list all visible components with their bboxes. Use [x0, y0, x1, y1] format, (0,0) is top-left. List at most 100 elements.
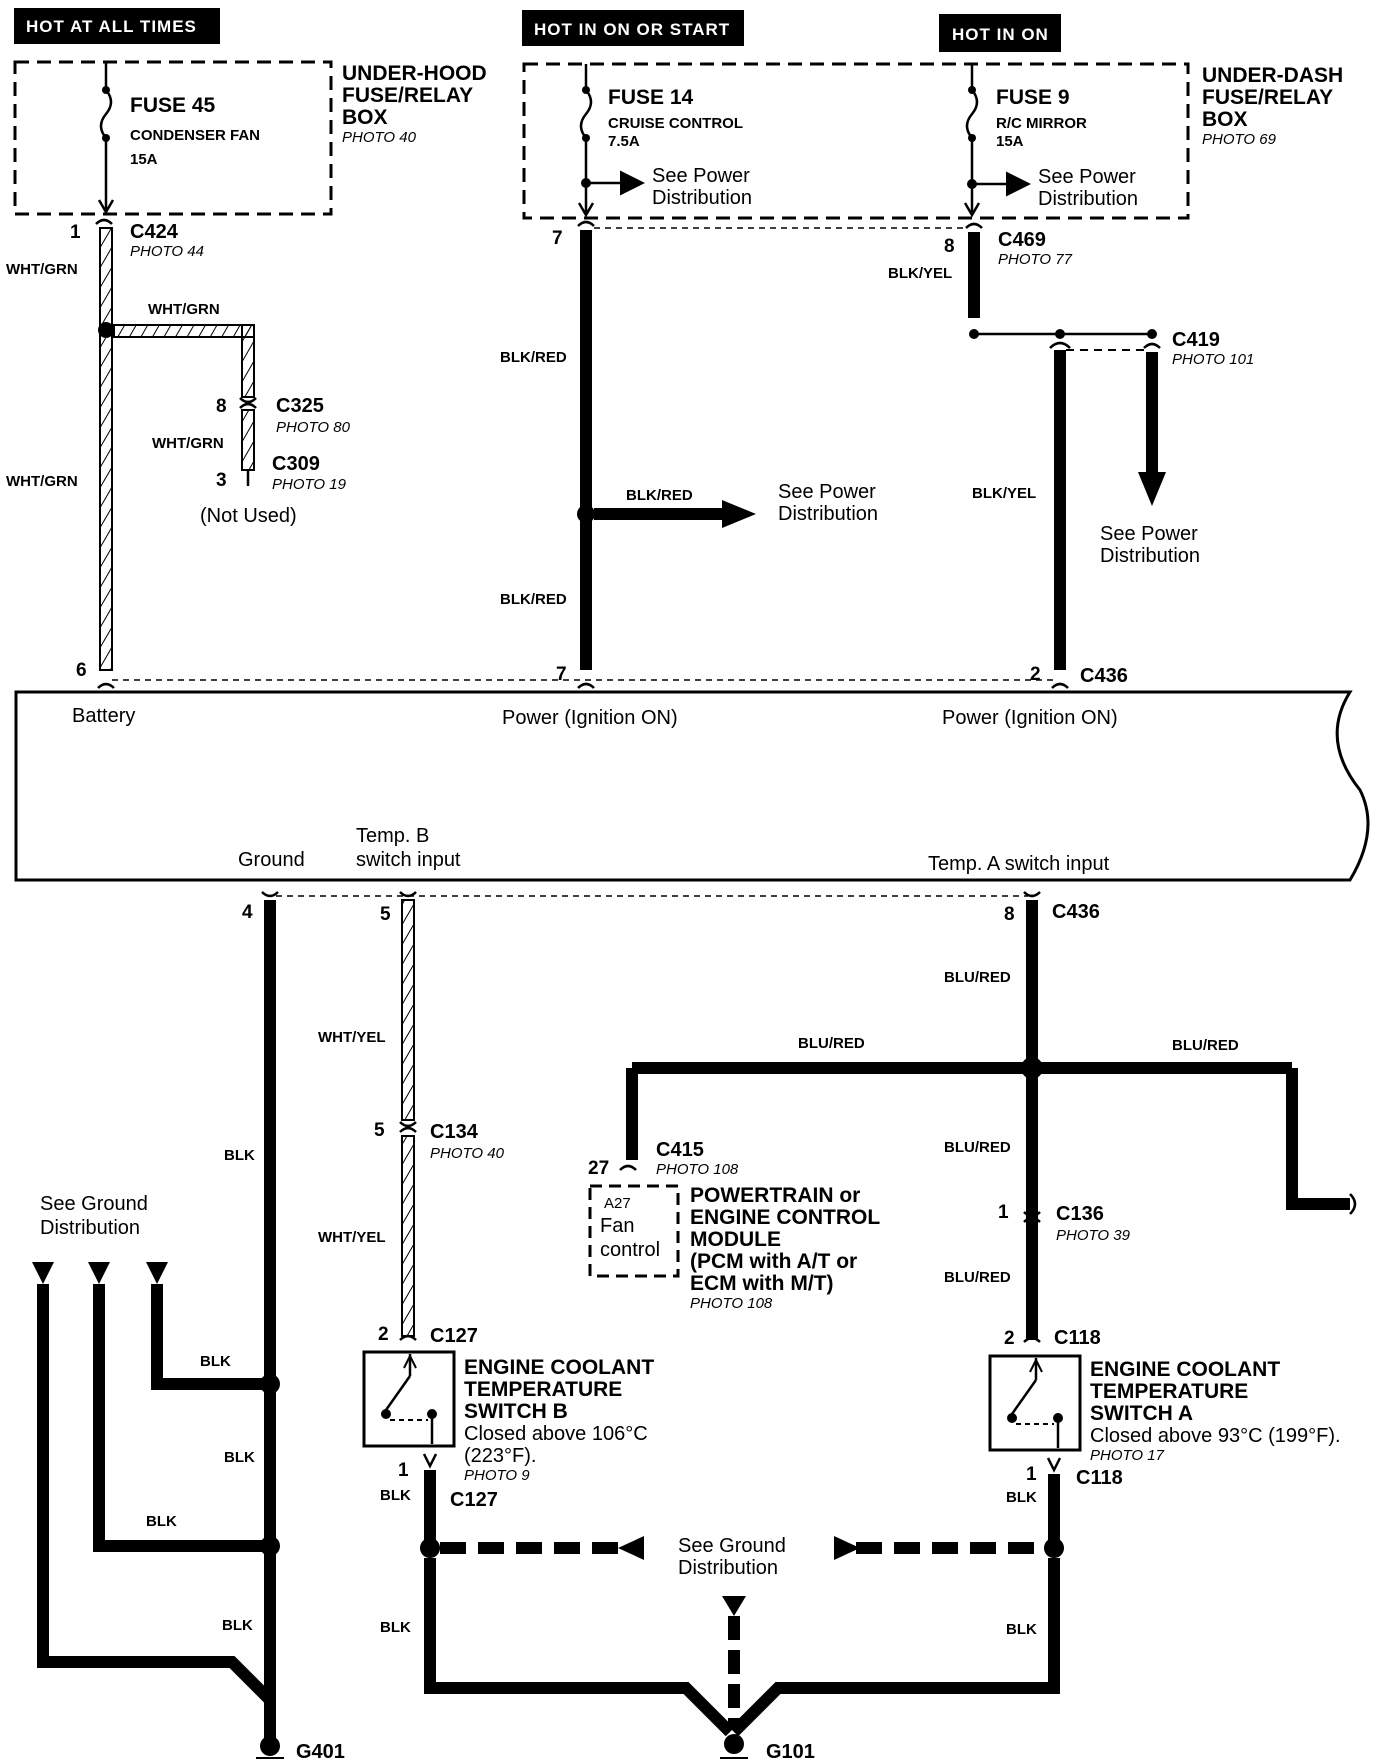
svg-text:Distribution: Distribution — [652, 187, 752, 209]
svg-text:PHOTO 69: PHOTO 69 — [1202, 131, 1277, 148]
svg-text:15A: 15A — [130, 151, 158, 168]
blu-red-circuit: BLU/RED BLU/RED BLU/RED BLU/RED BLU/RED … — [626, 900, 1357, 1349]
svg-text:(Not Used): (Not Used) — [200, 505, 297, 527]
svg-text:7: 7 — [552, 228, 563, 249]
ground-g401: G401 — [296, 1741, 345, 1762]
svg-text:Distribution: Distribution — [1038, 188, 1138, 210]
svg-text:Fan: Fan — [600, 1215, 634, 1237]
svg-text:C419: C419 — [1172, 329, 1220, 351]
svg-text:7: 7 — [556, 664, 567, 685]
connector-c436-bottom: 4 5 8 C436 — [242, 891, 1100, 925]
svg-text:PHOTO 40: PHOTO 40 — [430, 1145, 505, 1162]
svg-text:BLK: BLK — [1006, 1621, 1037, 1638]
svg-text:FUSE 9: FUSE 9 — [996, 86, 1070, 109]
svg-text:PHOTO 9: PHOTO 9 — [464, 1467, 530, 1484]
ground-g101: G101 — [720, 1596, 815, 1762]
svg-text:WHT/YEL: WHT/YEL — [318, 1029, 386, 1046]
svg-text:2: 2 — [378, 1324, 389, 1345]
svg-text:C436: C436 — [1080, 665, 1128, 687]
svg-text:BLK/YEL: BLK/YEL — [972, 485, 1036, 502]
svg-text:4: 4 — [242, 902, 253, 923]
svg-text:BLK: BLK — [200, 1353, 231, 1370]
svg-text:HOT IN ON OR START: HOT IN ON OR START — [534, 20, 730, 39]
svg-text:PHOTO 44: PHOTO 44 — [130, 243, 204, 260]
svg-text:G101: G101 — [766, 1741, 815, 1762]
svg-text:WHT/GRN: WHT/GRN — [6, 473, 78, 490]
svg-text:5: 5 — [380, 904, 391, 925]
svg-text:BLU/RED: BLU/RED — [944, 969, 1011, 986]
svg-text:UNDER-HOOD: UNDER-HOOD — [342, 62, 487, 85]
svg-text:ECM with M/T): ECM with M/T) — [690, 1272, 833, 1295]
connector-c436-top: 6 7 2 C436 — [76, 227, 1128, 689]
svg-text:See Power: See Power — [1100, 523, 1198, 545]
svg-text:PHOTO 17: PHOTO 17 — [1090, 1447, 1165, 1464]
switch-a: ENGINE COOLANT TEMPERATURE SWITCH A Clos… — [988, 1354, 1341, 1464]
tag-hot-in-on: HOT IN ON — [939, 14, 1061, 52]
svg-text:WHT/GRN: WHT/GRN — [148, 301, 220, 318]
svg-text:PHOTO 80: PHOTO 80 — [276, 419, 351, 436]
ground-circuit-left: BLK BLK BLK See Ground Distribution BLK … — [32, 900, 284, 1759]
svg-text:(PCM with A/T or: (PCM with A/T or — [690, 1250, 857, 1273]
svg-text:7.5A: 7.5A — [608, 133, 640, 150]
svg-text:Distribution: Distribution — [40, 1217, 140, 1239]
svg-text:C118: C118 — [1054, 1327, 1101, 1349]
svg-text:BLK: BLK — [1006, 1489, 1037, 1506]
svg-text:C415: C415 — [656, 1139, 704, 1161]
svg-text:CONDENSER FAN: CONDENSER FAN — [130, 127, 260, 144]
svg-text:UNDER-DASH: UNDER-DASH — [1202, 64, 1343, 87]
svg-text:8: 8 — [1004, 904, 1015, 925]
svg-text:Temp. A switch input: Temp. A switch input — [928, 853, 1110, 875]
svg-text:C127: C127 — [430, 1325, 478, 1347]
svg-text:Battery: Battery — [72, 705, 135, 727]
control-unit: Battery Power (Ignition ON) Power (Ignit… — [14, 690, 1370, 882]
svg-text:Distribution: Distribution — [678, 1557, 778, 1579]
svg-text:6: 6 — [76, 660, 87, 681]
svg-text:PHOTO 40: PHOTO 40 — [342, 129, 417, 146]
svg-text:BLK: BLK — [222, 1617, 253, 1634]
svg-text:WHT/YEL: WHT/YEL — [318, 1229, 386, 1246]
svg-text:POWERTRAIN or: POWERTRAIN or — [690, 1184, 860, 1207]
svg-text:Closed above 106°C: Closed above 106°C — [464, 1423, 648, 1445]
svg-text:C469: C469 — [998, 229, 1046, 251]
svg-text:BLK/YEL: BLK/YEL — [888, 265, 952, 282]
svg-text:HOT AT ALL TIMES: HOT AT ALL TIMES — [26, 17, 197, 36]
svg-text:8: 8 — [216, 396, 227, 417]
svg-text:BLK: BLK — [146, 1513, 177, 1530]
fuse-45: FUSE 45 CONDENSER FAN 15A — [97, 62, 260, 215]
svg-text:BLK: BLK — [100, 1655, 131, 1672]
svg-text:BLK: BLK — [224, 1449, 255, 1466]
svg-text:C325: C325 — [276, 395, 324, 417]
svg-text:1: 1 — [1026, 1464, 1037, 1485]
svg-text:Power (Ignition ON): Power (Ignition ON) — [942, 707, 1118, 729]
svg-text:FUSE/RELAY: FUSE/RELAY — [1202, 86, 1333, 109]
svg-text:BLU/RED: BLU/RED — [798, 1035, 865, 1052]
blk-yel-circuit: 8 C469 PHOTO 77 BLK/YEL C419 PHOTO 101 B… — [888, 222, 1254, 670]
svg-text:8: 8 — [944, 236, 955, 257]
svg-text:BLK/RED: BLK/RED — [500, 349, 567, 366]
tag-hot-at-all-times: HOT AT ALL TIMES — [14, 8, 220, 44]
svg-text:PHOTO 101: PHOTO 101 — [1172, 351, 1254, 368]
svg-text:G401: G401 — [296, 1741, 345, 1762]
svg-text:BLK: BLK — [380, 1487, 411, 1504]
svg-text:1: 1 — [398, 1460, 409, 1481]
svg-text:BLK/RED: BLK/RED — [500, 591, 567, 608]
svg-text:FUSE/RELAY: FUSE/RELAY — [342, 84, 473, 107]
svg-text:PHOTO 108: PHOTO 108 — [656, 1161, 739, 1178]
svg-text:Closed above 93°C (199°F).: Closed above 93°C (199°F). — [1090, 1425, 1341, 1447]
svg-text:control: control — [600, 1239, 660, 1261]
svg-text:C436: C436 — [1052, 901, 1100, 923]
svg-text:SWITCH A: SWITCH A — [1090, 1402, 1193, 1425]
svg-text:TEMPERATURE: TEMPERATURE — [1090, 1380, 1248, 1403]
wht-grn-circuit: 1 C424 PHOTO 44 WHT/GRN WHT/GRN WHT/GRN … — [6, 218, 351, 671]
svg-text:PHOTO 77: PHOTO 77 — [998, 251, 1073, 268]
svg-text:27: 27 — [588, 1158, 609, 1179]
fuse-9: FUSE 9 R/C MIRROR 15A See Power Distribu… — [963, 64, 1138, 218]
svg-text:BLU/RED: BLU/RED — [944, 1269, 1011, 1286]
svg-text:2: 2 — [1004, 1328, 1015, 1349]
switch-b: ENGINE COOLANT TEMPERATURE SWITCH B Clos… — [362, 1350, 654, 1484]
svg-text:A27: A27 — [604, 1195, 631, 1212]
svg-text:Temp. B: Temp. B — [356, 825, 429, 847]
svg-text:PHOTO 39: PHOTO 39 — [1056, 1227, 1131, 1244]
svg-text:15A: 15A — [996, 133, 1024, 150]
svg-text:ENGINE COOLANT: ENGINE COOLANT — [1090, 1358, 1280, 1381]
